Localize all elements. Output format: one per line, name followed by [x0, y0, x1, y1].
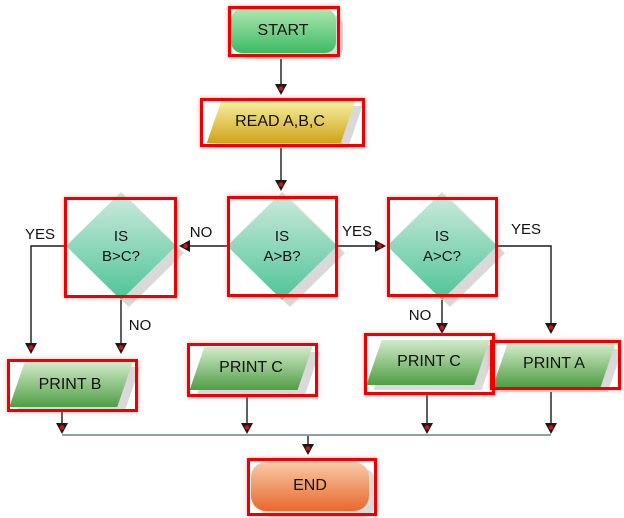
arrowhead-icon	[25, 343, 37, 354]
edge-label-right-yes: YES	[510, 221, 542, 238]
arrowhead-icon	[375, 240, 386, 252]
arrowhead-icon	[241, 423, 253, 434]
print-a-label: PRINT A	[523, 355, 585, 372]
edge-right-yes-to-print-a	[497, 245, 552, 327]
decision-right-annotation-box	[387, 197, 498, 297]
arrowhead-icon	[56, 423, 68, 434]
decision-mid-diamond	[227, 192, 337, 300]
arrowhead-icon	[115, 343, 127, 354]
decision-left-label: IS B>C?	[102, 228, 140, 265]
print-c-right-annotation-box	[364, 333, 495, 395]
arrowhead-icon	[421, 423, 433, 434]
edge-left-yes-to-print-b	[30, 245, 66, 347]
start-label: START	[257, 22, 309, 39]
edge-label-mid-yes: YES	[341, 223, 373, 240]
edge-label-mid-no: NO	[189, 224, 213, 241]
print-a-annotation-box	[490, 340, 621, 390]
end-annotation-box	[247, 458, 377, 516]
arrowhead-icon	[545, 423, 557, 434]
start-node	[231, 9, 336, 53]
decision-right-label: IS A>C?	[423, 228, 461, 265]
arrowhead-icon	[302, 444, 314, 455]
arrowhead-icon	[545, 323, 557, 334]
decision-mid-annotation-box	[227, 196, 338, 297]
read-label: READ A,B,C	[235, 113, 325, 130]
end-node	[251, 462, 369, 511]
edge-label-right-no: NO	[408, 307, 432, 324]
end-label: END	[293, 477, 327, 494]
start-annotation-box	[228, 6, 340, 57]
print-c-right-label: PRINT C	[397, 353, 461, 370]
print-b-label: PRINT B	[38, 376, 102, 393]
decision-mid-label: IS A>B?	[263, 228, 301, 265]
arrowhead-icon	[275, 84, 287, 95]
print-c-mid-label: PRINT C	[219, 359, 283, 376]
print-c-mid-annotation-box	[187, 343, 318, 397]
print-b-annotation-box	[7, 359, 138, 412]
arrowhead-icon	[275, 180, 287, 191]
edge-label-left-yes: YES	[24, 226, 56, 243]
edge-label-left-no: NO	[128, 317, 152, 334]
decision-left-diamond	[66, 192, 176, 300]
decision-left-annotation-box	[64, 197, 177, 298]
read-annotation-box	[200, 98, 365, 147]
decision-right-diamond	[387, 192, 497, 300]
